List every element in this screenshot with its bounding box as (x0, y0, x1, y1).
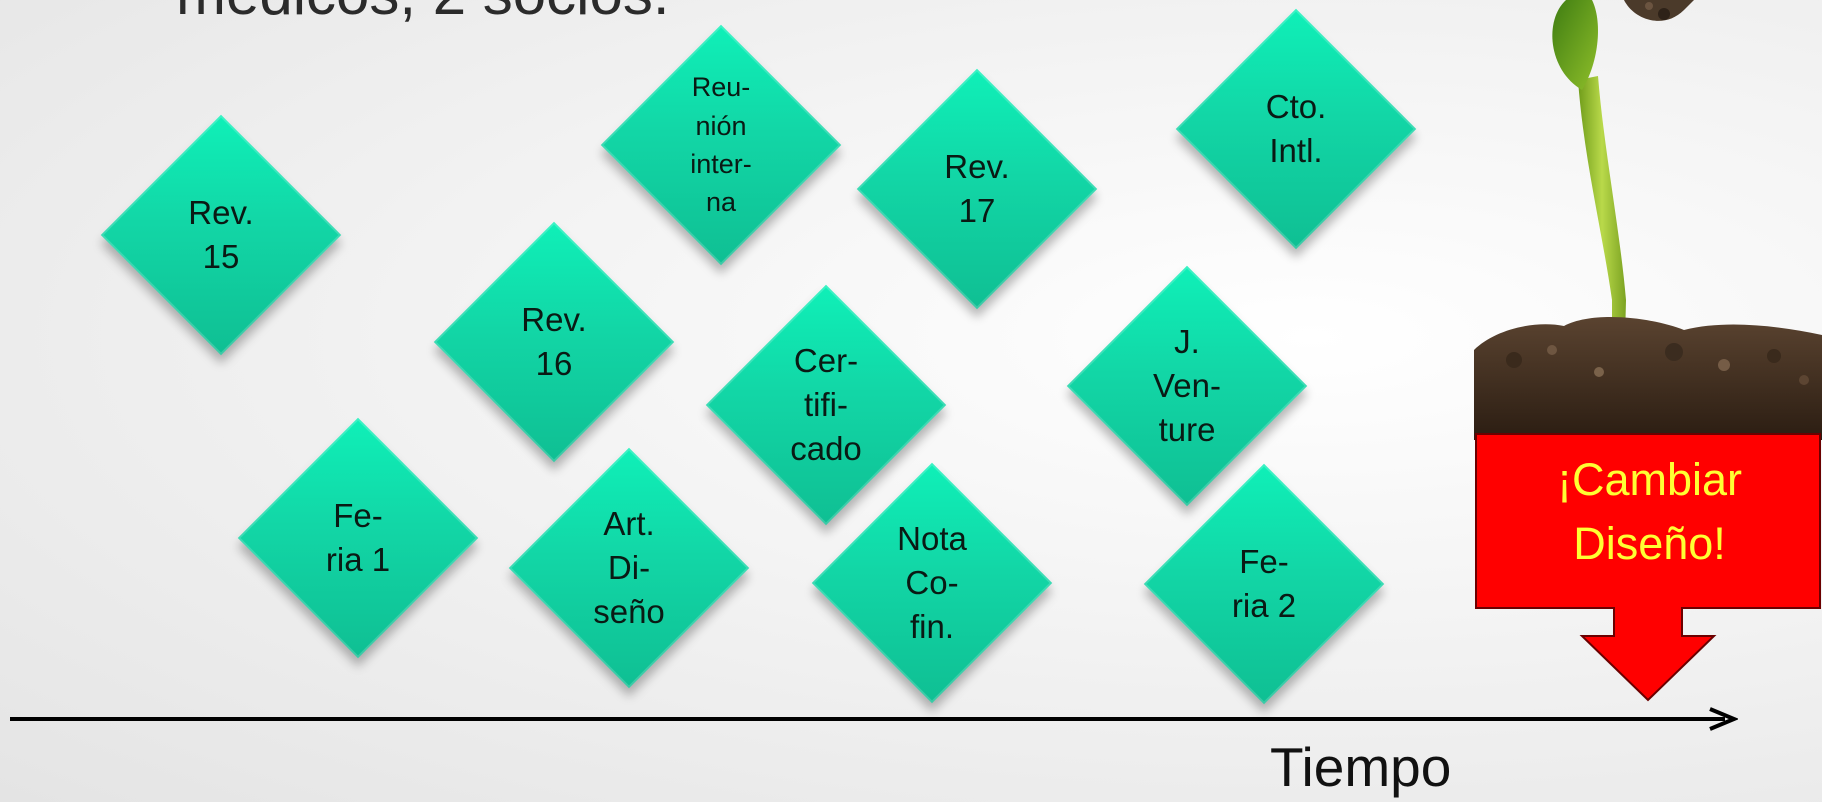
time-axis-label: Tiempo (1270, 736, 1452, 798)
diamond-label-line: ria 1 (325, 541, 391, 578)
diamond-cto-intl: Cto. Intl. (1175, 8, 1417, 250)
diamond-label-line: Ven- (1153, 366, 1221, 404)
diamond-label-line: 17 (958, 192, 996, 229)
diamond-label-line: Rev. (188, 193, 254, 231)
diamond-reunion-interna: Reu- nión inter- na (600, 24, 842, 266)
diamond-art-diseno: Art. Di- seño (508, 447, 750, 689)
diamond-rev-15: Rev. 15 (100, 114, 342, 356)
diamond-label-line: Fe- (333, 496, 383, 534)
diamond-label-line: inter- (690, 149, 752, 179)
diamond-label-line: 15 (202, 238, 240, 275)
diamond-label-line: Co- (905, 563, 959, 601)
diamond-label-line: 16 (535, 345, 573, 382)
diamond-label-line: Rev. (521, 300, 587, 338)
time-axis-line (10, 717, 1725, 721)
diamond-label-line: Nota (897, 519, 967, 557)
diamond-label-line: Intl. (1269, 132, 1323, 169)
diamond-rev-17: Rev. 17 (856, 68, 1098, 310)
diamond-label-line: tifi- (804, 385, 848, 423)
diamond-feria-2: Fe- ria 2 (1143, 463, 1385, 705)
diamond-label-line: Di- (607, 548, 651, 586)
diamond-label-line: Rev. (944, 147, 1010, 185)
diamond-rev-16: Rev. 16 (433, 221, 675, 463)
diamond-label-line: na (705, 187, 737, 218)
diamond-joint-venture: J. Ven- ture (1066, 265, 1308, 507)
diamond-label-line: Cer- (793, 341, 859, 379)
slide-title: médicos, 2 socios. (176, 0, 670, 24)
diamond-feria-1: Fe- ria 1 (237, 417, 479, 659)
callout-line: Diseño! (1573, 517, 1726, 569)
diamond-label-line: Art. (603, 504, 655, 542)
diamond-label-line: Cto. (1265, 87, 1327, 125)
seedling-image (1474, 0, 1822, 440)
diamond-label-line: seño (593, 593, 665, 631)
callout-line: ¡Cambiar (1556, 454, 1743, 505)
change-design-callout (1475, 433, 1821, 702)
diamond-label-line: Reu- (691, 72, 751, 103)
diamond-label-line: Fe- (1239, 542, 1289, 580)
diamond-certificado: Cer- tifi- cado (705, 284, 947, 526)
diamond-nota-cofin: Nota Co- fin. (811, 462, 1053, 704)
diamond-label-line: fin. (909, 608, 955, 646)
diamond-label-line: ture (1158, 411, 1216, 449)
arrow-right-icon (1709, 707, 1738, 731)
diamond-label-line: nión (695, 110, 747, 141)
diamond-label-line: J. (1174, 322, 1200, 360)
diamond-label-line: cado (790, 430, 862, 468)
diamond-label-line: ria 2 (1231, 587, 1297, 624)
